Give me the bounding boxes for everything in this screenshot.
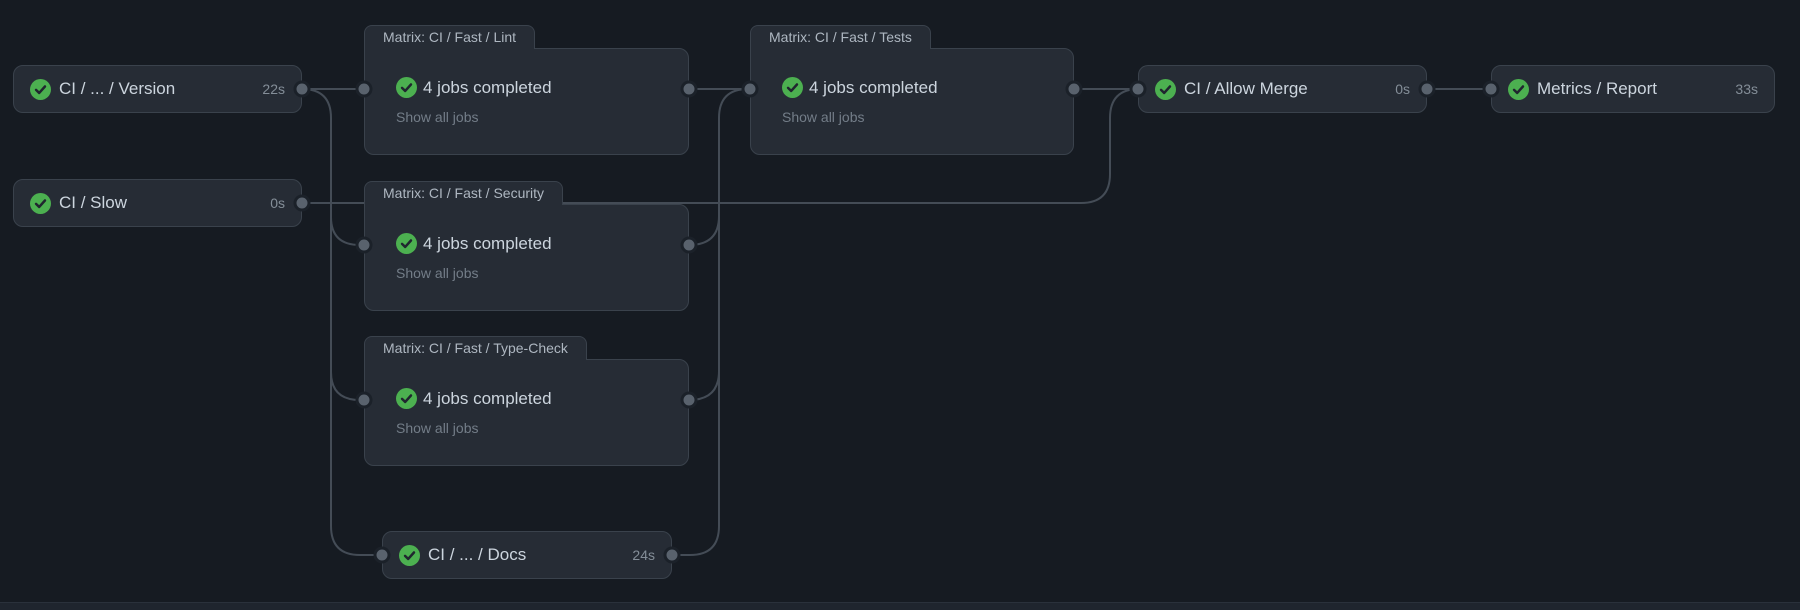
edge-version-fork-trunk-to-docs [301, 88, 382, 556]
matrix-group-security: Matrix: CI / Fast / Security 4 jobs comp… [364, 181, 689, 311]
edge-docs-tests-trunk [672, 88, 750, 556]
matrix-group-typecheck: Matrix: CI / Fast / Type-Check 4 jobs co… [364, 336, 689, 466]
matrix-group-title: Matrix: CI / Fast / Security [364, 181, 564, 205]
check-circle-icon [396, 233, 417, 254]
job-label: CI / Slow [59, 193, 128, 212]
matrix-group-body[interactable]: 4 jobs completed Show all jobs [364, 48, 689, 155]
matrix-group-title: Matrix: CI / Fast / Tests [750, 25, 931, 49]
jobs-completed-label: 4 jobs completed [423, 77, 552, 97]
check-circle-icon [396, 77, 417, 98]
job-node-slow[interactable]: CI / Slow 0s [13, 179, 302, 227]
job-duration: 33s [1735, 81, 1758, 97]
matrix-group-tests: Matrix: CI / Fast / Tests 4 jobs complet… [750, 25, 1074, 155]
bottom-panel-edge [0, 602, 1800, 610]
matrix-group-lint: Matrix: CI / Fast / Lint 4 jobs complete… [364, 25, 689, 155]
job-duration: 24s [632, 547, 655, 563]
job-node-metrics[interactable]: Metrics / Report 33s [1491, 65, 1775, 113]
check-circle-icon [1155, 78, 1176, 100]
job-node-docs[interactable]: CI / ... / Docs 24s [382, 531, 672, 579]
job-node-allow-merge[interactable]: CI / Allow Merge 0s [1138, 65, 1427, 113]
check-circle-icon [399, 544, 420, 566]
job-duration: 0s [1395, 81, 1410, 97]
check-circle-icon [396, 388, 417, 409]
matrix-group-title: Matrix: CI / Fast / Lint [364, 25, 536, 49]
show-all-jobs-link[interactable]: Show all jobs [782, 109, 865, 125]
check-circle-icon [782, 77, 803, 98]
job-node-version[interactable]: CI / ... / Version 22s [13, 65, 302, 113]
edge-version-security [330, 216, 364, 246]
matrix-group-body[interactable]: 4 jobs completed Show all jobs [364, 204, 689, 311]
check-circle-icon [30, 192, 51, 214]
job-duration: 22s [262, 81, 285, 97]
show-all-jobs-link[interactable]: Show all jobs [396, 265, 479, 281]
job-label: CI / ... / Version [59, 79, 176, 98]
jobs-completed-label: 4 jobs completed [423, 233, 552, 253]
check-circle-icon [30, 78, 51, 100]
matrix-group-body[interactable]: 4 jobs completed Show all jobs [750, 48, 1074, 155]
matrix-group-body[interactable]: 4 jobs completed Show all jobs [364, 359, 689, 466]
jobs-completed-label: 4 jobs completed [809, 77, 938, 97]
job-duration: 0s [270, 195, 285, 211]
edge-typecheck-tests [688, 370, 720, 401]
edge-security-tests [688, 215, 720, 246]
job-label: CI / ... / Docs [428, 545, 527, 564]
edge-version-typecheck [330, 371, 364, 401]
job-label: Metrics / Report [1537, 79, 1657, 98]
show-all-jobs-link[interactable]: Show all jobs [396, 109, 479, 125]
check-circle-icon [1508, 78, 1529, 100]
show-all-jobs-link[interactable]: Show all jobs [396, 420, 479, 436]
matrix-group-title: Matrix: CI / Fast / Type-Check [364, 336, 587, 360]
job-label: CI / Allow Merge [1184, 79, 1308, 98]
jobs-completed-label: 4 jobs completed [423, 388, 552, 408]
